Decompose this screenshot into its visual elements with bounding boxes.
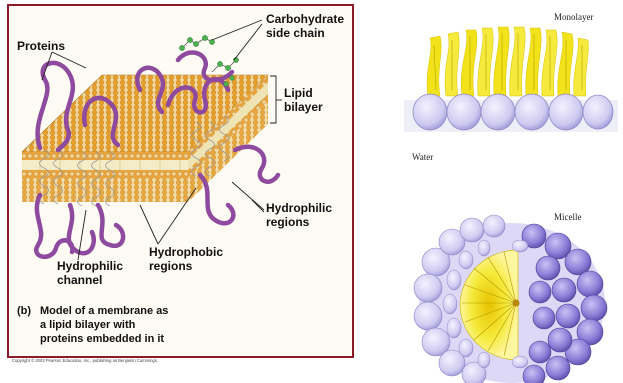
- label-carbohydrate-line2: side chain: [266, 26, 325, 40]
- caption-tag: (b): [17, 305, 31, 317]
- monolayer-tails: [427, 27, 588, 96]
- caption-line3: proteins embedded in it: [40, 333, 164, 345]
- membrane-figure: Carbohydrate side chain Proteins Lipid b…: [8, 5, 353, 363]
- monolayer-figure: Monolayer: [404, 12, 618, 162]
- label-hydrophobic-regions-line1: Hydrophobic: [149, 245, 223, 259]
- monolayer-title: Monolayer: [554, 12, 594, 22]
- micelle-center: [513, 300, 520, 307]
- label-hydrophobic-regions-line2: regions: [149, 259, 193, 273]
- label-lipid-line2: bilayer: [284, 100, 323, 114]
- label-hydrophilic-channel-line1: Hydrophilic: [57, 259, 123, 273]
- copyright-text: Copyright © 2003 Pearson Education, Inc.…: [12, 358, 158, 363]
- label-hydrophilic-regions-line1: Hydrophilic: [266, 201, 332, 215]
- label-carbohydrate-line1: Carbohydrate: [266, 12, 344, 26]
- micelle-title: Micelle: [554, 212, 582, 222]
- label-lipid-line1: Lipid: [284, 86, 313, 100]
- caption-line1: Model of a membrane as: [40, 305, 168, 317]
- label-hydrophilic-regions-line2: regions: [266, 215, 310, 229]
- water-label: Water: [412, 152, 433, 162]
- micelle-figure: Micelle: [414, 212, 607, 383]
- caption-line2: a lipid bilayer with: [40, 319, 136, 331]
- label-proteins: Proteins: [17, 39, 65, 53]
- label-hydrophilic-channel-line2: channel: [57, 273, 102, 287]
